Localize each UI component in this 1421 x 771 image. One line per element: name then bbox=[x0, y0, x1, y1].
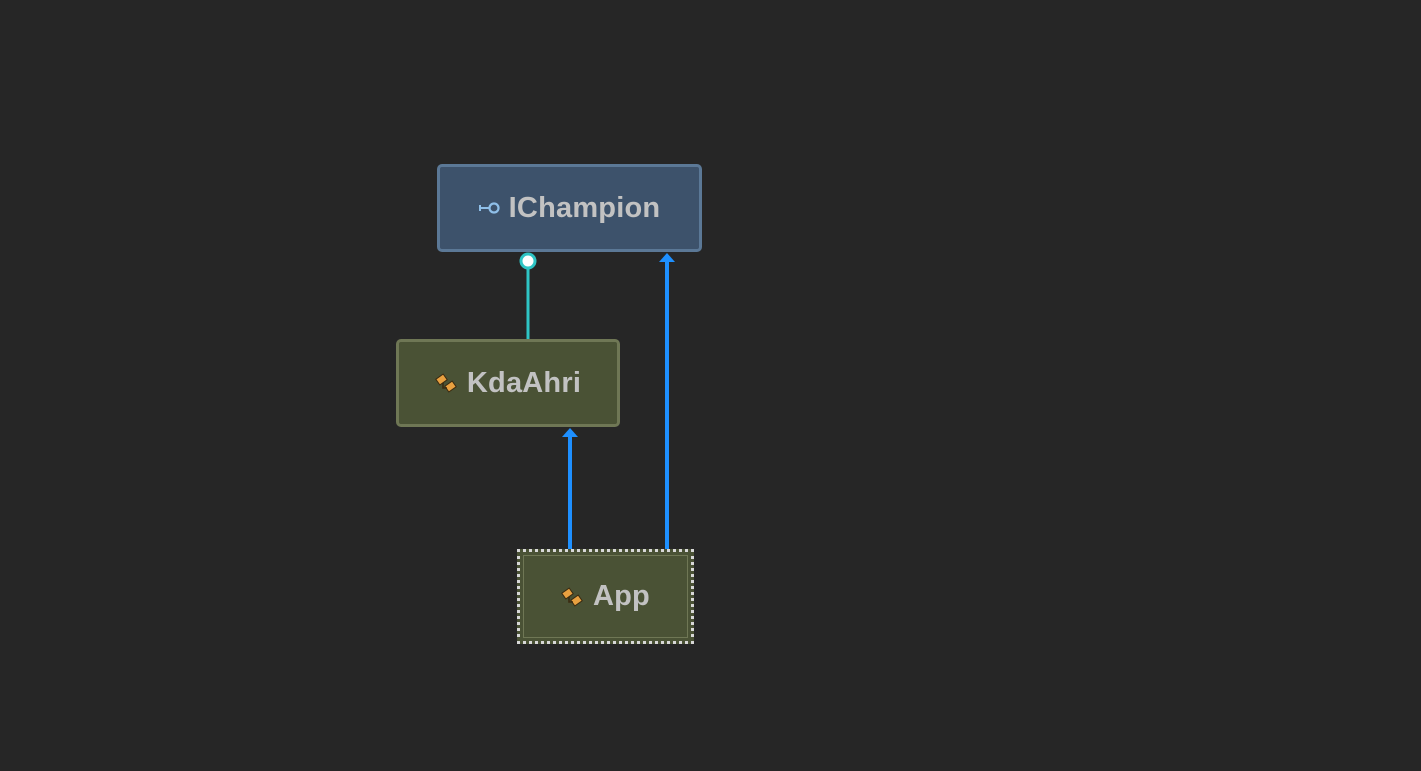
node-label: KdaAhri bbox=[466, 366, 582, 399]
node-app[interactable]: App bbox=[517, 549, 694, 644]
node-ichampion[interactable]: IChampion bbox=[437, 164, 702, 252]
node-label: IChampion bbox=[508, 191, 661, 224]
arrowhead-ichampion bbox=[659, 253, 675, 262]
interface-lollipop-marker bbox=[519, 252, 537, 270]
interface-icon bbox=[478, 201, 501, 215]
class-icon bbox=[435, 372, 459, 394]
node-kdaahri[interactable]: KdaAhri bbox=[396, 339, 620, 427]
node-label: App bbox=[593, 580, 650, 612]
class-icon bbox=[561, 586, 585, 608]
arrowhead-kdaahri bbox=[562, 428, 578, 437]
